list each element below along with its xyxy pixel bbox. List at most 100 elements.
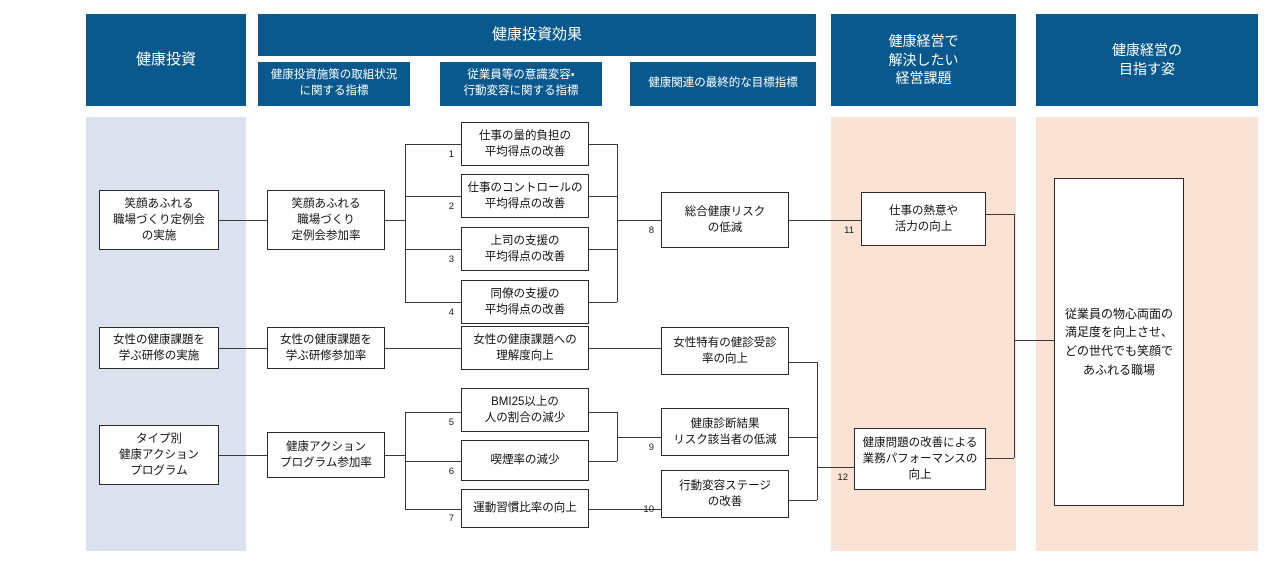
connector-part1-bracket	[405, 144, 406, 302]
header-effect-sub-2-line2: 行動変容に関する指標	[463, 85, 579, 97]
node-participation-1[interactable]: 笑顔あふれる 職場づくり 定例会参加率	[267, 190, 385, 250]
connector-beh67-merge	[617, 412, 618, 461]
node-target-3-line2: リスク該当者の低減	[673, 434, 777, 446]
connector-beh6-out	[589, 412, 617, 413]
node-issue-2-line2: 業務パフォーマンスの	[862, 452, 978, 465]
index-behavior-7: 6	[448, 466, 454, 477]
node-behavior-4[interactable]: 同僚の支援の 平均得点の改善	[461, 280, 589, 324]
node-participation-2-line2: 学ぶ研修参加率	[285, 350, 367, 362]
index-behavior-6: 5	[448, 417, 454, 428]
node-target-4[interactable]: 行動変容ステージ の改善	[661, 470, 789, 518]
node-behavior-3-line1: 上司の支援の	[490, 234, 560, 247]
connector-part1-to-beh2	[405, 196, 461, 197]
node-investment-2-line1: 女性の健康課題を	[113, 333, 205, 346]
index-behavior-8: 7	[448, 513, 454, 524]
node-behavior-4-line2: 平均得点の改善	[484, 304, 566, 316]
index-target-3: 9	[648, 442, 654, 453]
connector-part1-to-beh3	[405, 249, 461, 250]
connector-tgt9-out	[789, 437, 817, 438]
header-issues-line2: 解決したい	[888, 51, 959, 68]
node-investment-2[interactable]: 女性の健康課題を 学ぶ研修の実施	[99, 327, 219, 369]
index-behavior-3: 3	[448, 254, 454, 265]
node-behavior-3[interactable]: 上司の支援の 平均得点の改善	[461, 227, 589, 271]
node-investment-3[interactable]: タイプ別 健康アクション プログラム	[99, 425, 219, 485]
connector-merge-to-iss12	[817, 467, 861, 468]
node-behavior-2-line1: 仕事のコントロールの	[467, 181, 583, 194]
node-investment-1-line2: 職場づくり定例会	[113, 213, 205, 226]
connector-vision-merge	[1014, 214, 1015, 458]
index-target-4: 10	[643, 504, 654, 515]
node-behavior-6-line1: BMI25以上の	[491, 395, 559, 408]
node-participation-3[interactable]: 健康アクション プログラム参加率	[267, 432, 385, 478]
connector-iss12-out	[986, 458, 1014, 459]
connector-beh1234-merge	[617, 144, 618, 302]
node-participation-1-line1: 笑顔あふれる	[291, 197, 361, 210]
node-investment-1-line1: 笑顔あふれる	[124, 197, 194, 210]
header-effect-sub-1-line1: 健康投資施策の取組状況	[270, 69, 398, 82]
index-behavior-2: 2	[448, 201, 454, 212]
connector-part3-to-beh8	[405, 509, 461, 510]
header-effect-sub-2: 従業員等の意識変容・ 行動変容に関する指標	[440, 62, 602, 106]
node-issue-1-line2: 活力の向上	[894, 221, 953, 233]
header-effect-sub-2-line1: 従業員等の意識変容・	[467, 69, 575, 82]
node-target-2[interactable]: 女性特有の健診受診 率の向上	[661, 327, 789, 375]
connector-beh3-out	[589, 249, 617, 250]
node-behavior-7[interactable]: 喫煙率の減少	[461, 440, 589, 481]
connector-part1-to-beh1	[405, 144, 461, 145]
node-issue-1-line1: 仕事の熱意や	[889, 204, 958, 217]
node-behavior-2[interactable]: 仕事のコントロールの 平均得点の改善	[461, 174, 589, 218]
node-investment-3-line3: プログラム	[130, 465, 188, 478]
node-behavior-1[interactable]: 仕事の量的負担の 平均得点の改善	[461, 122, 589, 166]
connector-tgt10-out	[789, 500, 817, 501]
node-target-1[interactable]: 総合健康リスク の低減	[661, 192, 789, 248]
node-behavior-4-line1: 同僚の支援の	[490, 287, 560, 300]
node-investment-2-line2: 学ぶ研修の実施	[118, 350, 200, 362]
node-investment-1-line3: の実施	[141, 230, 177, 243]
node-target-3[interactable]: 健康診断結果 リスク該当者の低減	[661, 408, 789, 456]
index-behavior-1: 1	[448, 149, 454, 160]
node-behavior-8-line1: 運動習慣比率の向上	[473, 502, 577, 515]
node-issue-2[interactable]: 健康問題の改善による 業務パフォーマンスの 向上	[854, 428, 986, 490]
node-target-4-line2: の改善	[707, 496, 743, 508]
node-vision-line4: あふれる職場	[1082, 362, 1155, 377]
node-behavior-8[interactable]: 運動習慣比率の向上	[461, 489, 589, 528]
header-vision-line1: 健康経営の	[1112, 42, 1182, 59]
header-investment-label: 健康投資	[135, 50, 196, 68]
node-vision-line2: 満足度を向上させ、	[1064, 325, 1173, 340]
connector-merge-to-vision	[1014, 340, 1054, 341]
node-behavior-6[interactable]: BMI25以上の 人の割合の減少	[461, 388, 589, 432]
node-investment-1[interactable]: 笑顔あふれる 職場づくり定例会 の実施	[99, 190, 219, 250]
node-behavior-7-line1: 喫煙率の減少	[490, 454, 560, 467]
node-vision[interactable]: 従業員の物心両面の 満足度を向上させ、 どの世代でも笑顔で あふれる職場	[1054, 178, 1184, 506]
connector-part3-to-beh7	[405, 461, 461, 462]
index-issue-2: 12	[837, 472, 848, 483]
connector-part3-to-beh6	[405, 412, 461, 413]
node-behavior-2-line2: 平均得点の改善	[484, 198, 566, 210]
node-issue-1[interactable]: 仕事の熱意や 活力の向上	[861, 192, 986, 246]
connector-beh7-out	[589, 461, 617, 462]
node-participation-3-line1: 健康アクション	[286, 440, 366, 453]
connector-merge-to-tgt9	[617, 437, 661, 438]
node-behavior-6-line2: 人の割合の減少	[484, 412, 566, 424]
header-effect-label: 健康投資効果	[491, 25, 582, 43]
header-issues: 健康経営で 解決したい 経営課題	[831, 14, 1016, 106]
node-participation-1-line2: 職場づくり	[297, 213, 355, 226]
connector-beh1-out	[589, 144, 617, 145]
connector-beh2-out	[589, 196, 617, 197]
index-issue-1: 11	[844, 225, 854, 236]
header-effect-sub-3-label: 健康関連の最終的な目標指標	[648, 77, 798, 90]
header-investment: 健康投資	[86, 14, 246, 106]
node-behavior-5-line1: 女性の健康課題への	[473, 333, 577, 346]
header-issues-line1: 健康経営で	[888, 32, 959, 49]
connector-part1-to-beh4	[405, 302, 461, 303]
node-behavior-3-line2: 平均得点の改善	[484, 251, 566, 263]
node-target-2-line1: 女性特有の健診受診	[673, 336, 777, 349]
index-target-1: 8	[648, 225, 654, 236]
node-behavior-5[interactable]: 女性の健康課題への 理解度向上	[461, 326, 589, 370]
node-vision-line3: どの世代でも笑顔で	[1064, 344, 1173, 358]
node-investment-3-line2: 健康アクション	[119, 448, 199, 461]
node-issue-2-line1: 健康問題の改善による	[862, 436, 978, 449]
node-participation-2[interactable]: 女性の健康課題を 学ぶ研修参加率	[267, 327, 385, 369]
connector-tgt910-merge	[817, 437, 818, 500]
